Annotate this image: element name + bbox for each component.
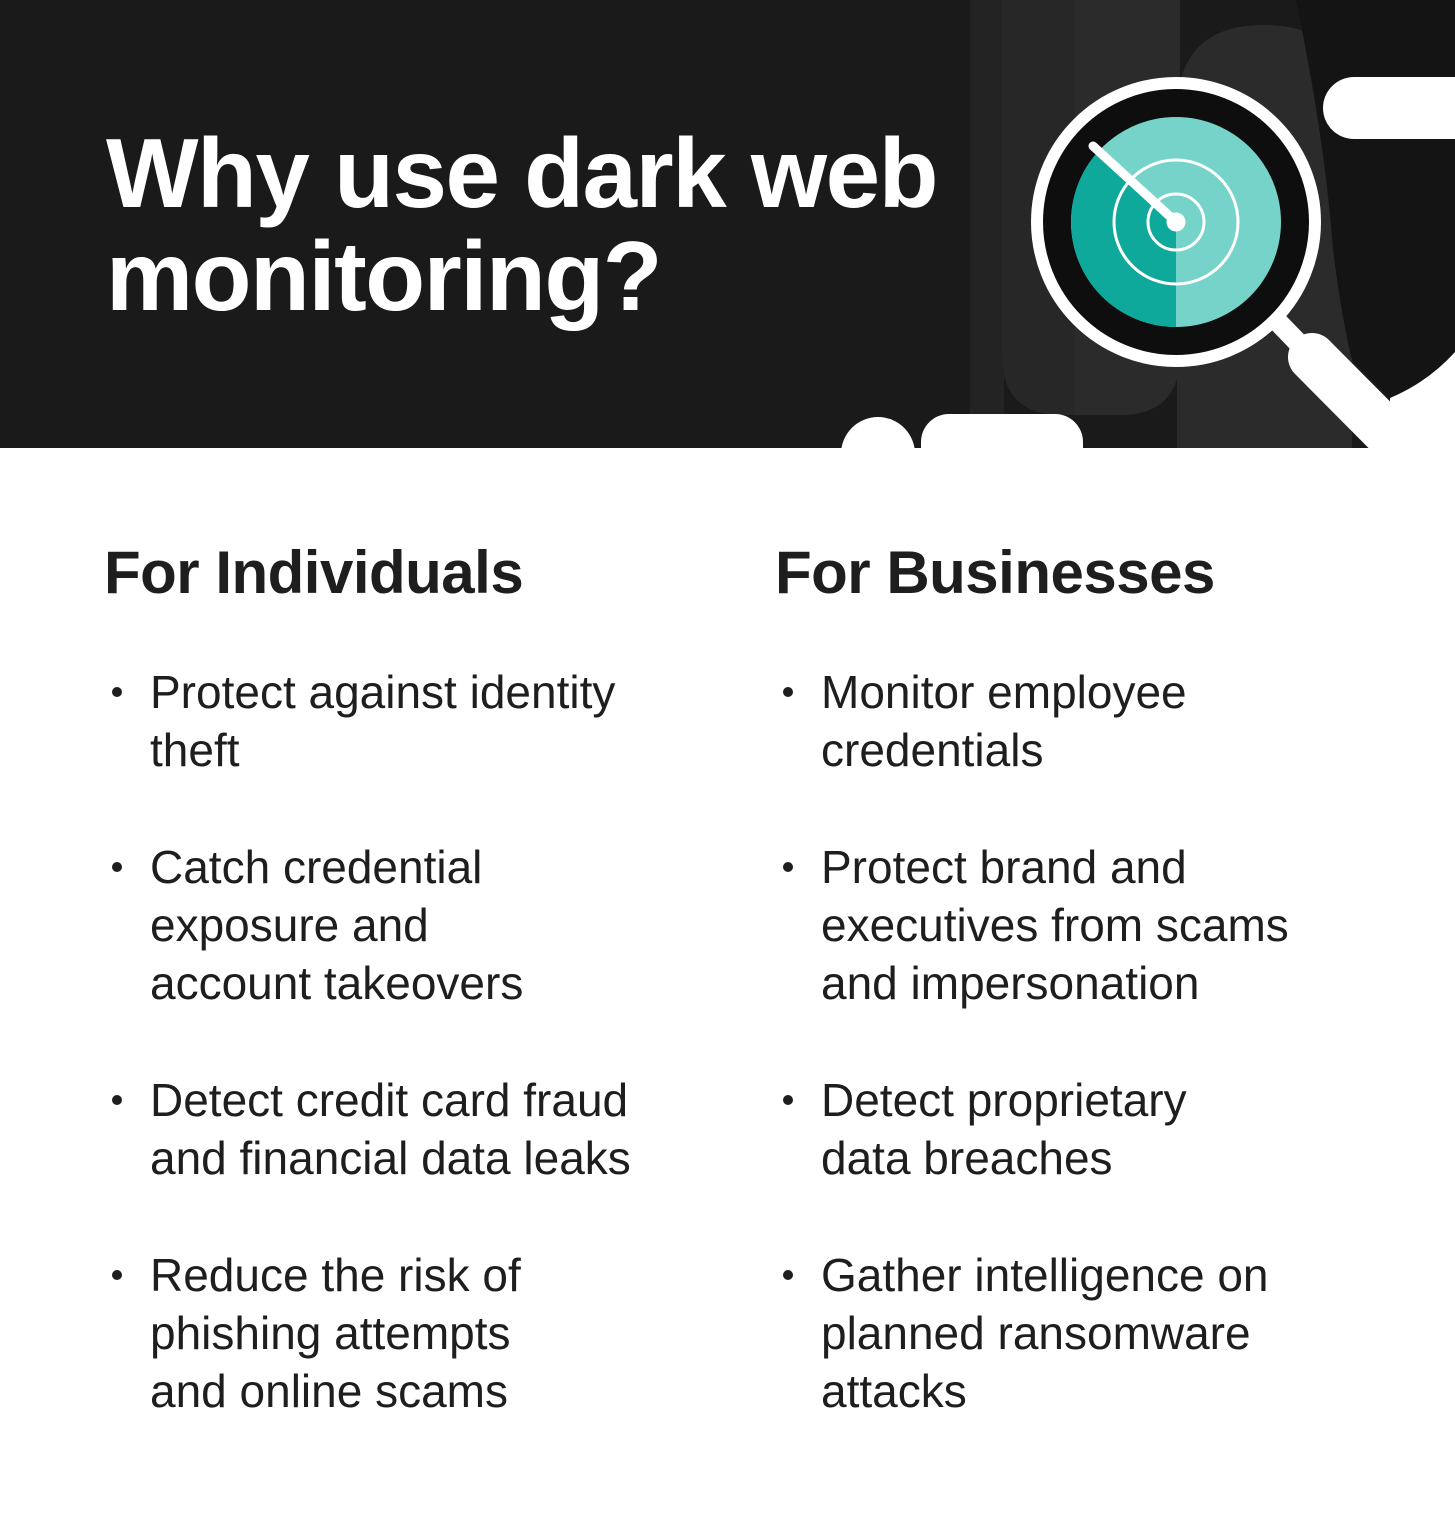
list-item: Reduce the risk of phishing attempts and… bbox=[104, 1246, 704, 1420]
list-item: Gather intelligence on planned ransomwar… bbox=[775, 1246, 1395, 1420]
column-businesses: For Businesses Monitor employee credenti… bbox=[775, 448, 1395, 1479]
content-section: For Individuals Protect against identity… bbox=[0, 448, 1455, 1536]
list-item-text: Protect against identity theft bbox=[150, 666, 616, 776]
page-title: Why use dark web monitoring? bbox=[106, 118, 939, 331]
list-item-text: Detect credit card fraud and financial d… bbox=[150, 1074, 631, 1184]
radar-center-dot bbox=[1166, 212, 1186, 232]
header-section: Why use dark web monitoring? bbox=[0, 0, 1455, 462]
bullet-icon bbox=[783, 1095, 793, 1105]
individuals-benefits-list: Protect against identity theft Catch cre… bbox=[104, 663, 704, 1420]
list-item-text: Catch credential exposure and account ta… bbox=[150, 841, 524, 1009]
pill-shape bbox=[1323, 77, 1455, 139]
list-item-text: Protect brand and executives from scams … bbox=[821, 841, 1289, 1009]
list-item: Monitor employee credentials bbox=[775, 663, 1395, 779]
businesses-benefits-list: Monitor employee credentials Protect bra… bbox=[775, 663, 1395, 1420]
bullet-icon bbox=[783, 687, 793, 697]
column-shape-narrow bbox=[970, 0, 1004, 448]
list-item: Detect proprietary data breaches bbox=[775, 1071, 1395, 1187]
bullet-icon bbox=[783, 862, 793, 872]
magnifier-handle bbox=[1288, 333, 1451, 462]
list-item: Protect against identity theft bbox=[104, 663, 704, 779]
column-heading-individuals: For Individuals bbox=[104, 539, 524, 606]
bullet-icon bbox=[112, 862, 122, 872]
bullet-icon bbox=[783, 1270, 793, 1280]
column-heading-businesses: For Businesses bbox=[775, 539, 1215, 606]
bullet-icon bbox=[112, 1095, 122, 1105]
list-item-text: Monitor employee credentials bbox=[821, 666, 1187, 776]
radar-magnifier-illustration bbox=[841, 0, 1455, 462]
radar-ring-outer bbox=[1112, 158, 1240, 286]
column-individuals: For Individuals Protect against identity… bbox=[104, 448, 704, 1479]
list-item-text: Gather intelligence on planned ransomwar… bbox=[821, 1249, 1269, 1417]
list-item: Catch credential exposure and account ta… bbox=[104, 838, 704, 1012]
radar-dark-sector bbox=[1071, 153, 1176, 327]
bullet-icon bbox=[112, 687, 122, 697]
radar-ring-inner bbox=[1146, 192, 1206, 252]
bullet-icon bbox=[112, 1270, 122, 1280]
list-item: Protect brand and executives from scams … bbox=[775, 838, 1395, 1012]
list-item-text: Reduce the risk of phishing attempts and… bbox=[150, 1249, 521, 1417]
list-item: Detect credit card fraud and financial d… bbox=[104, 1071, 704, 1187]
radar-sweep-icon bbox=[1088, 141, 1181, 227]
list-item-text: Detect proprietary data breaches bbox=[821, 1074, 1187, 1184]
